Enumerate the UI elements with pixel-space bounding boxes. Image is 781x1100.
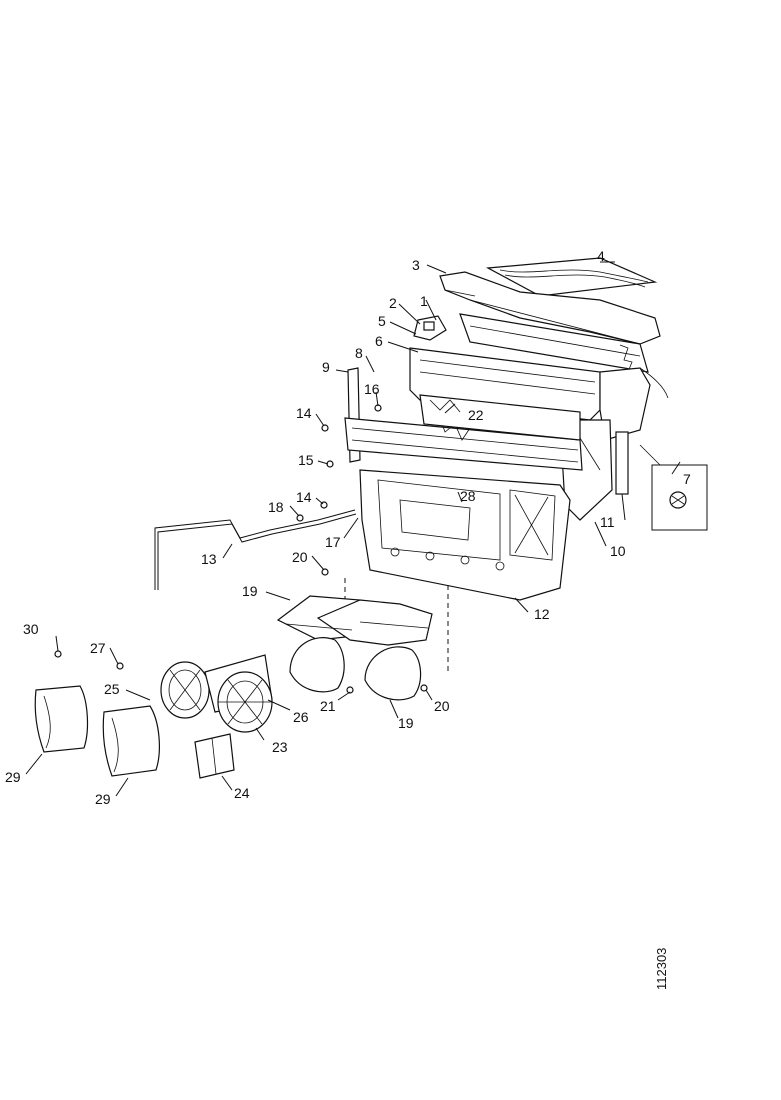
callout-3: 3 <box>412 257 420 273</box>
callout-18: 18 <box>268 499 284 515</box>
callout-5: 5 <box>378 313 386 329</box>
callout-21: 21 <box>320 698 336 714</box>
callout-24: 24 <box>234 785 250 801</box>
callout-9: 9 <box>322 359 330 375</box>
callout-13: 13 <box>201 551 217 567</box>
callout-29-right: 29 <box>95 791 111 807</box>
inner-panel-22 <box>419 394 581 441</box>
callout-14-lower: 14 <box>296 489 312 505</box>
callout-28: 28 <box>460 488 476 504</box>
callout-23: 23 <box>272 739 288 755</box>
callout-30: 30 <box>23 621 39 637</box>
frame-8-rear <box>344 417 583 471</box>
callout-27: 27 <box>90 640 106 656</box>
callout-2: 2 <box>389 295 397 311</box>
callout-19-lower: 19 <box>398 715 414 731</box>
callout-15: 15 <box>298 452 314 468</box>
housing-12 <box>359 469 571 601</box>
callout-4: 4 <box>597 248 605 264</box>
fan-wheel-25 <box>160 661 210 719</box>
callout-29-left: 29 <box>5 769 21 785</box>
callout-20-upper: 20 <box>292 549 308 565</box>
callout-26: 26 <box>293 709 309 725</box>
channel-5-6 <box>459 313 649 373</box>
duct-3 <box>439 271 661 345</box>
callout-6: 6 <box>375 333 383 349</box>
callout-14-upper: 14 <box>296 405 312 421</box>
callout-16: 16 <box>364 381 380 397</box>
blower-housing-19-upper <box>276 595 433 646</box>
cover-29-right <box>102 705 160 777</box>
callout-1: 1 <box>420 293 428 309</box>
bracket-1-2 <box>413 315 447 341</box>
callout-20-lower: 20 <box>434 698 450 714</box>
callout-25: 25 <box>104 681 120 697</box>
sleeve-24 <box>194 733 235 779</box>
detail-box-7 <box>639 444 708 531</box>
callout-11: 11 <box>600 514 615 530</box>
callout-19-upper: 19 <box>242 583 258 599</box>
callout-17: 17 <box>325 534 341 550</box>
panel-4 <box>485 257 658 297</box>
fan-wheel-23 <box>217 671 273 733</box>
callout-22: 22 <box>468 407 484 423</box>
callout-10: 10 <box>610 543 626 559</box>
blower-scroll-19-lower <box>289 637 422 701</box>
leader-lines <box>25 261 681 797</box>
callout-8: 8 <box>355 345 363 361</box>
cover-29-left <box>34 685 89 753</box>
callout-12: 12 <box>534 606 550 622</box>
callout-7: 7 <box>683 471 691 487</box>
drawing-number: 112303 <box>654 948 669 990</box>
cable-13 <box>154 509 357 590</box>
strip-11 <box>615 431 629 495</box>
